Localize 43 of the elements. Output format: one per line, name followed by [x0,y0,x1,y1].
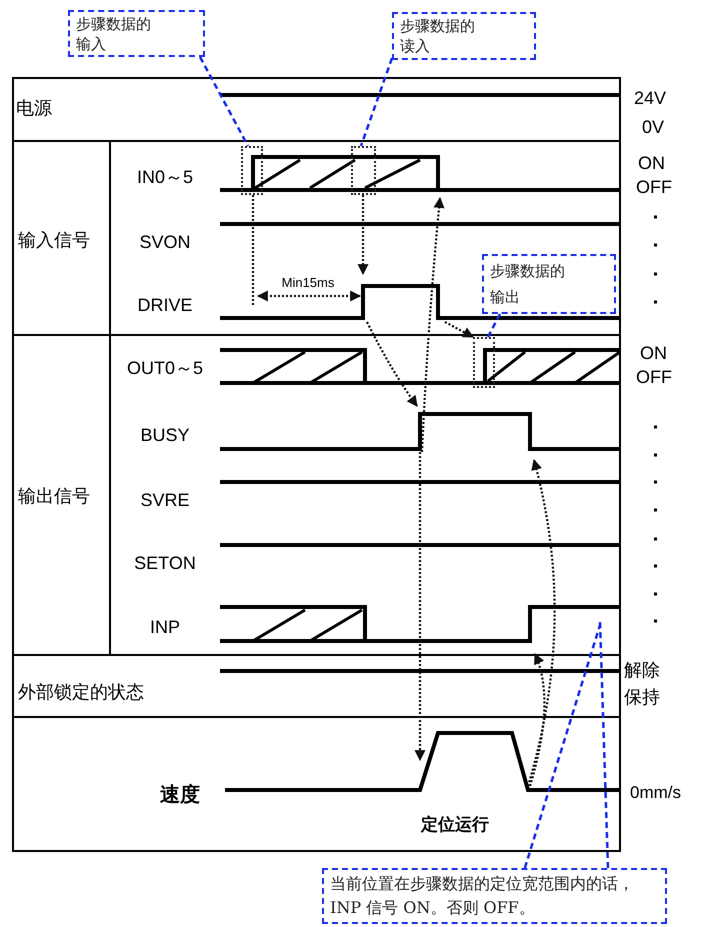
callout-text: 步骤数据的输出 [490,261,566,308]
phase-label: 定位运行 [421,815,489,835]
row-label: 外部锁定的状态 [18,682,144,702]
callout-box [68,10,205,57]
highlight-box [351,146,376,195]
timing-arrow [444,321,474,338]
callout-box [322,868,667,924]
signal-name: 速度 [160,784,200,806]
row-label: 输出信号 [18,486,90,506]
highlight-box [473,337,495,388]
callout-text: 当前位置在步骤数据的定位宽范围内的话，INP 信号 ON。否则 OFF。 [330,873,635,919]
callout-box [392,12,536,60]
level-label: 0V [642,116,664,138]
callout-box [482,254,616,314]
timing-arrow [358,195,368,276]
signal-name: DRIVE [137,294,192,316]
signal-name: BUSY [140,424,190,446]
level-label: 保持 [624,686,660,708]
signal-name: INP [150,616,180,638]
level-label: OFF [636,366,672,388]
callout-text: 步骤数据的读入 [400,16,476,56]
level-label: 24V [634,88,666,108]
level-label: OFF [636,176,672,198]
level-label: ON [640,342,667,364]
row-label: 输入信号 [18,230,90,250]
leader-line [198,56,250,147]
level-label: ON [638,152,665,174]
signal-name: IN0～5 [136,166,194,188]
leader-line [486,313,502,338]
signal-name: OUT0～5 [126,358,204,378]
signal-name: SETON [134,552,196,574]
leader-line [524,624,602,868]
leader-line [598,622,610,868]
callout-text: 步骤数据的输入 [76,14,152,54]
level-label: 0mm/s [630,783,681,803]
signal-name: SVRE [140,490,190,510]
dimension-label: Min15ms [282,276,334,290]
highlight-box [241,146,263,195]
signal-name: SVON [139,232,190,252]
row-label: 电源 [16,98,52,118]
leader-line [360,58,394,146]
guide-line [252,195,254,305]
level-label: 解除 [624,660,660,680]
